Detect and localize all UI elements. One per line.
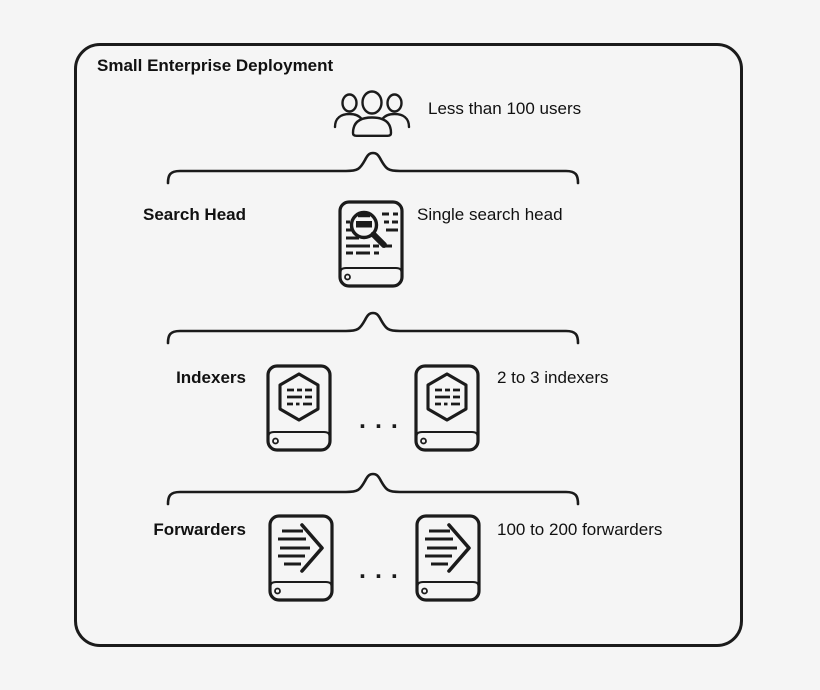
- diagram-title: Small Enterprise Deployment: [97, 56, 334, 75]
- forwarders-annotation: 100 to 200 forwarders: [497, 520, 663, 539]
- brace-forwarders: [166, 472, 580, 506]
- forward-arrow-icon: [278, 523, 324, 573]
- indexer-server-icon: [414, 364, 480, 452]
- index-hexagon-icon: [278, 372, 320, 422]
- forwarders-label: Forwarders: [153, 520, 246, 539]
- forwarder-server-icon: [268, 514, 334, 602]
- forwarders-ellipsis: ...: [359, 556, 407, 584]
- diagram-frame: [74, 43, 743, 647]
- search-head-label: Search Head: [143, 205, 246, 224]
- indexers-label: Indexers: [176, 368, 246, 387]
- index-hexagon-icon: [426, 372, 468, 422]
- search-head-server-icon: [338, 200, 404, 288]
- forward-arrow-icon: [425, 523, 471, 573]
- brace-indexers: [166, 311, 580, 345]
- brace-search-head: [166, 151, 580, 185]
- forwarder-server-icon: [415, 514, 481, 602]
- search-head-annotation: Single search head: [417, 205, 563, 224]
- indexer-server-icon: [266, 364, 332, 452]
- users-caption: Less than 100 users: [428, 99, 582, 118]
- indexers-ellipsis: ...: [359, 406, 407, 434]
- users-group-icon: [333, 90, 411, 137]
- indexers-annotation: 2 to 3 indexers: [497, 368, 609, 387]
- magnifier-icon: [349, 210, 387, 248]
